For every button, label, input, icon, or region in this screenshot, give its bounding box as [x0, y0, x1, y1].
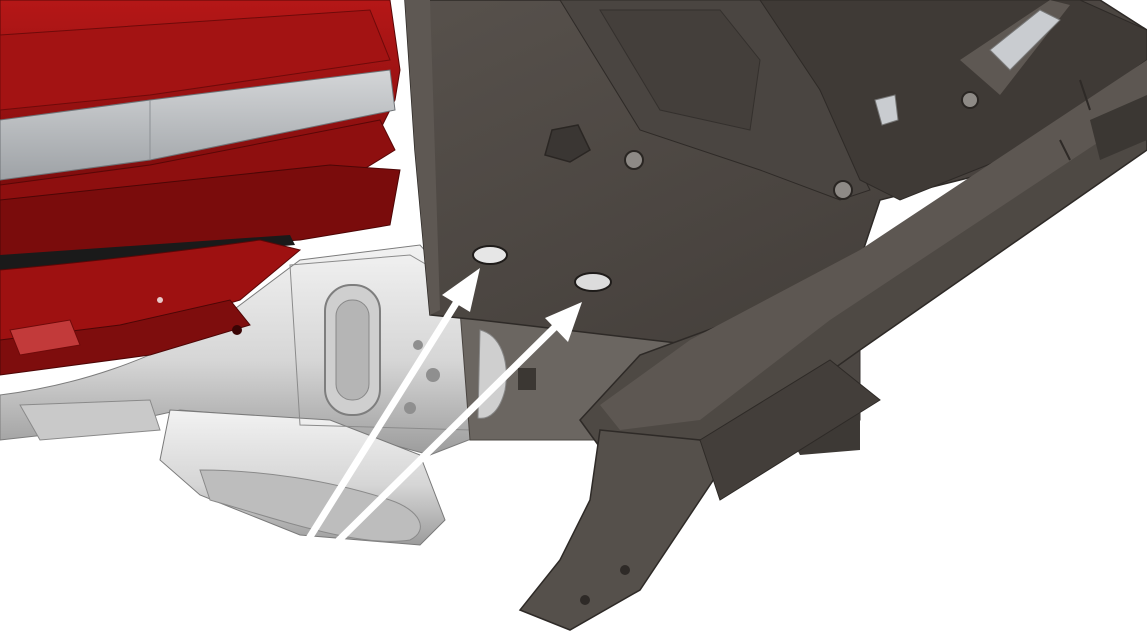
right-slot-hole: [574, 272, 612, 292]
mounting-bracket: [404, 0, 1147, 349]
callout-arrow-left: [254, 296, 462, 624]
callout-arrowhead-left: [442, 268, 480, 312]
frame-rail: [518, 59, 1147, 631]
callout-arrow-right: [254, 323, 559, 624]
left-slot-hole: [472, 245, 508, 265]
tail-light-assembly: [0, 0, 401, 376]
callout-arrowhead-right: [545, 302, 582, 342]
callout-arrows: [254, 268, 582, 624]
